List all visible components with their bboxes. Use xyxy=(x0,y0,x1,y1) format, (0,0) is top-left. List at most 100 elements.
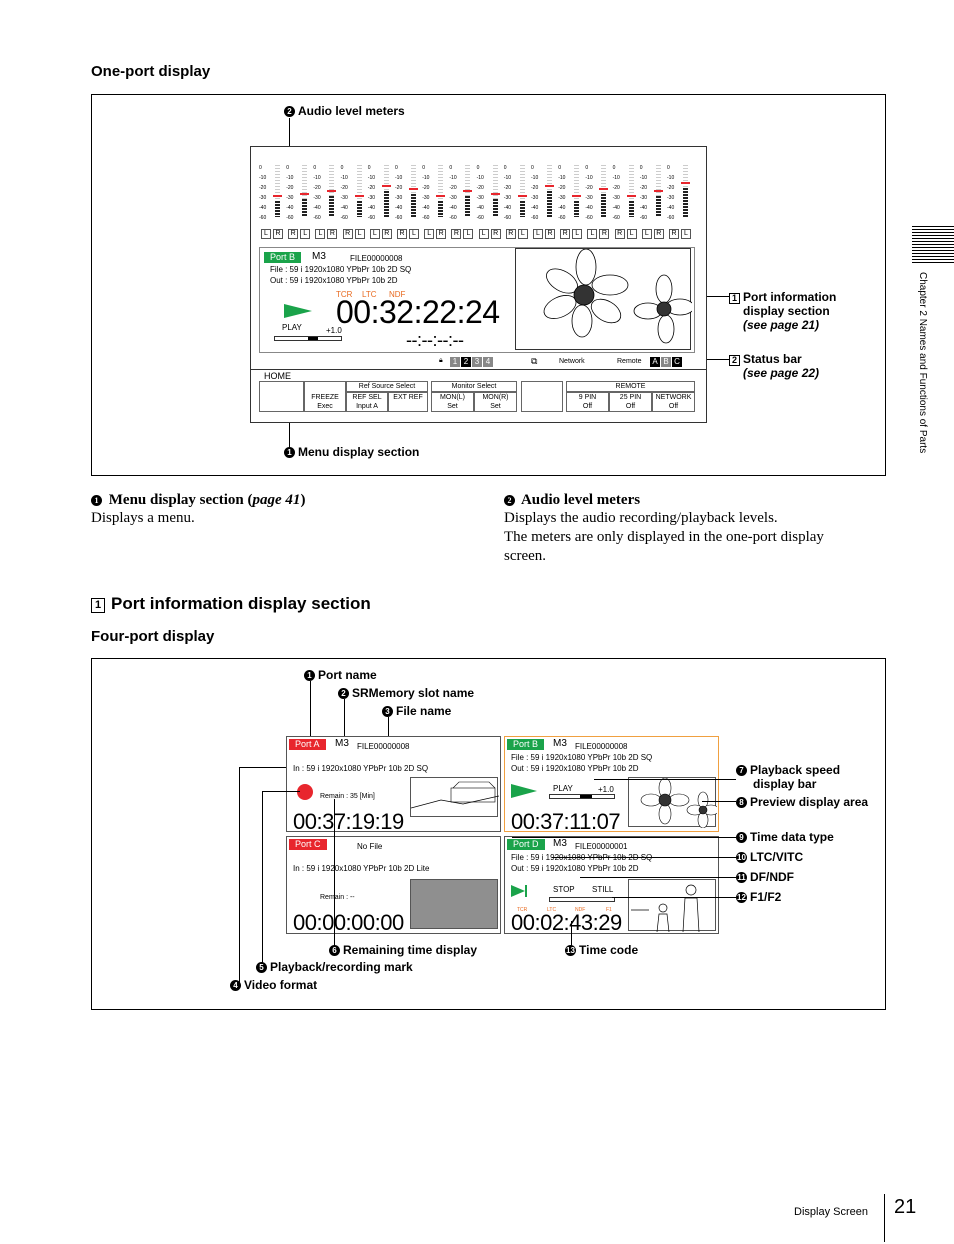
speed-label: +1.0 xyxy=(326,326,342,335)
meter-scale-label: -40 xyxy=(503,205,512,211)
ndf-label: NDF xyxy=(389,290,406,299)
port-b-slot: M3 xyxy=(553,738,567,749)
meter-bar xyxy=(354,165,364,217)
audio-desc-title: 2 Audio level meters xyxy=(504,492,640,509)
lock-icon: 🔒︎ xyxy=(439,357,443,364)
meter-scale-label: 0 xyxy=(639,165,643,171)
meter-scale-label: 0 xyxy=(313,165,317,171)
meter-scale-label: -60 xyxy=(367,215,376,221)
meter-channel-label: L xyxy=(409,229,419,239)
meter-scale-label: -10 xyxy=(612,175,620,181)
meter-scale-label: -60 xyxy=(340,215,348,221)
meter-bar xyxy=(463,165,473,217)
menu-mon-l[interactable]: MON(L)Set xyxy=(431,392,474,412)
port-a-slot: M3 xyxy=(335,738,349,749)
network-label: Network xyxy=(559,358,585,365)
meter-channel-label: R xyxy=(614,229,625,239)
meter-channel-label: L xyxy=(354,229,365,239)
meter-scale-label: -10 xyxy=(503,175,512,181)
meter-channel-label: R xyxy=(342,229,353,239)
meter-channel-label: L xyxy=(533,229,543,239)
port-b-play: PLAY xyxy=(553,784,573,793)
port-d-out-line: Out : 59 i 1920x1080 YPbPr 10b 2D xyxy=(511,864,639,873)
port-c-remain: Remain : -- xyxy=(320,894,355,901)
remote-port-indicator: A xyxy=(650,357,660,367)
meter-scale-label: -30 xyxy=(667,195,675,201)
port-c-empty-preview xyxy=(410,879,498,929)
meter-scale-label: -40 xyxy=(259,205,267,211)
remote-label: Remote xyxy=(617,358,642,365)
menu-ext-ref[interactable]: EXT REF xyxy=(388,392,428,412)
meter-channel-label: R xyxy=(560,229,571,239)
meter-scale-label: -30 xyxy=(476,195,484,201)
copy-icon: ⧉ xyxy=(531,356,538,366)
menu-desc-body: Displays a menu. xyxy=(91,510,195,526)
meter-scale-label: 0 xyxy=(503,165,507,171)
record-mark-icon xyxy=(297,784,313,800)
menu-ref-source: Ref Source Select xyxy=(346,381,428,392)
port-c-tag: Port C xyxy=(289,839,327,850)
menu-cell-blank2[interactable] xyxy=(521,381,563,412)
meter-scale-label: -40 xyxy=(667,205,675,211)
meter-scale-label: -10 xyxy=(585,175,593,181)
preview-image xyxy=(515,248,695,350)
port-b-timecode: 00:37:11:07 xyxy=(511,809,621,834)
meter-channel-label: L xyxy=(478,229,489,239)
meter-scale-label: 0 xyxy=(476,165,480,171)
audio-desc-body3: screen. xyxy=(504,548,547,564)
menu-cell-blank1[interactable] xyxy=(259,381,304,412)
meter-scale-label: 0 xyxy=(395,165,398,171)
meter-scale-label: -40 xyxy=(585,205,593,211)
meter-scale-label: -10 xyxy=(367,175,376,181)
meter-scale-label: 0 xyxy=(340,165,344,171)
meter-bar xyxy=(572,165,582,217)
port-b-out-line: Out : 59 i 1920x1080 YPbPr 10b 2D xyxy=(511,764,639,773)
meter-bar xyxy=(436,165,446,217)
meter-scale-label: -40 xyxy=(558,205,566,211)
landscape-icon xyxy=(410,781,500,809)
play-icon xyxy=(284,304,312,318)
meter-scale-label: -20 xyxy=(367,185,376,191)
meter-channel-label: R xyxy=(288,229,299,239)
footer-divider xyxy=(884,1194,885,1242)
meter-scale-label: -20 xyxy=(422,185,430,191)
port-b-speed: +1.0 xyxy=(598,785,614,794)
meter-scale-label: 0 xyxy=(612,165,616,171)
meter-scale-label: -10 xyxy=(313,175,321,181)
meter-scale-label: -10 xyxy=(558,175,566,181)
audio-desc-body2: The meters are only displayed in the one… xyxy=(504,529,824,545)
play-icon xyxy=(511,784,537,798)
menu-home[interactable]: HOME xyxy=(264,371,291,381)
meter-channel-label: L xyxy=(261,229,271,239)
meter-scale-label: -10 xyxy=(340,175,348,181)
timecode: 00:32:22:24 xyxy=(336,294,500,330)
callout-status-ref: (see page 22) xyxy=(743,366,820,380)
meter-channel-label: L xyxy=(300,229,311,239)
meter-scale-label: -30 xyxy=(286,195,294,201)
meter-bar xyxy=(626,165,636,217)
meter-bar xyxy=(653,165,663,217)
meter-scale-label: -20 xyxy=(531,185,539,191)
meter-channel-label: R xyxy=(545,229,555,239)
meter-channel-label: R xyxy=(381,229,392,239)
slot-name: M3 xyxy=(312,251,326,262)
port-d-tcr: TCR xyxy=(517,907,528,913)
meter-scale-label: -20 xyxy=(259,185,267,191)
meter-channel-label: R xyxy=(653,229,664,239)
meter-scale-label: 0 xyxy=(531,165,534,171)
port-d-preview xyxy=(628,879,716,933)
remote-port-indicator: C xyxy=(672,357,682,367)
menu-mon-r[interactable]: MON(R)Set xyxy=(474,392,517,412)
